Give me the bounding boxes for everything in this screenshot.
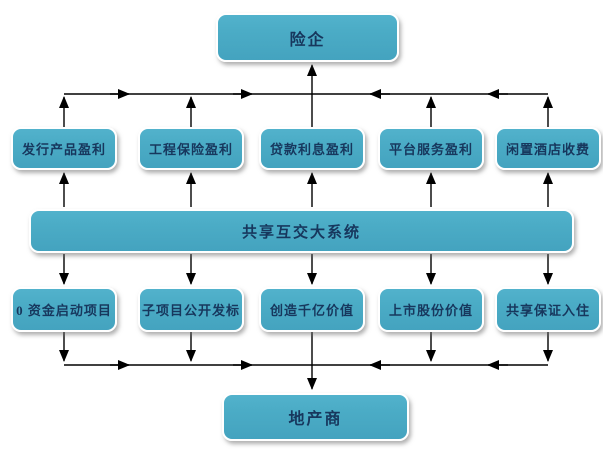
- system-node: 共享互交大系统: [29, 209, 574, 253]
- node-label: 共享保证入住: [505, 303, 590, 318]
- node-label: 闲置酒店收费: [505, 142, 590, 157]
- profit-node-4: 平台服务盈利: [378, 127, 484, 170]
- value-node-2: 子项目公开发标: [138, 287, 244, 332]
- node-developer: 地产商: [222, 393, 409, 441]
- node-label: 地产商: [288, 411, 343, 428]
- node-label: 0 资金启动项目: [16, 303, 112, 318]
- node-label: 子项目公开发标: [141, 303, 240, 318]
- profit-node-2: 工程保险盈利: [138, 127, 244, 170]
- profit-node-3: 贷款利息盈利: [259, 127, 365, 170]
- profit-node-1: 发行产品盈利: [11, 127, 117, 170]
- node-label: 共享互交大系统: [241, 224, 361, 241]
- node-label: 发行产品盈利: [21, 142, 106, 157]
- profit-node-5: 闲置酒店收费: [495, 127, 601, 170]
- node-insurer: 险企: [216, 13, 399, 62]
- node-label: 工程保险盈利: [148, 142, 233, 157]
- node-label: 平台服务盈利: [388, 142, 473, 157]
- value-node-3: 创造千亿价值: [259, 287, 365, 332]
- node-label: 上市股份价值: [388, 303, 473, 318]
- node-label: 贷款利息盈利: [269, 142, 354, 157]
- value-node-1: 0 资金启动项目: [11, 287, 117, 332]
- value-node-5: 共享保证入住: [495, 287, 601, 332]
- node-label: 创造千亿价值: [269, 303, 354, 318]
- node-label: 险企: [289, 31, 326, 49]
- value-node-4: 上市股份价值: [378, 287, 484, 332]
